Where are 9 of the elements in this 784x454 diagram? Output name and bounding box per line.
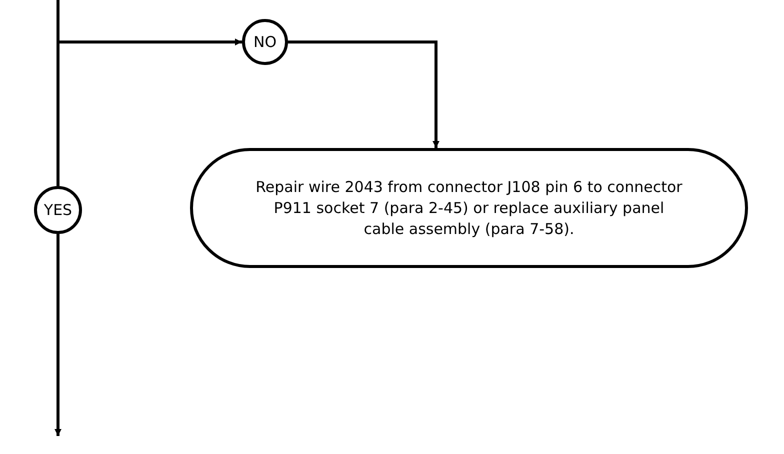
connector-line [56, 0, 60, 186]
arrow [288, 40, 440, 148]
arrow [54, 234, 62, 436]
decision-circle [34, 186, 82, 234]
decision-label: YES [44, 201, 72, 219]
instruction-text: Repair wire 2043 from connector J108 pin 6 to connector P911 socket 7 (para 2-45) or replace auxiliary panel cable assembly (para 7-58). [254, 176, 684, 240]
arrow [58, 38, 242, 46]
decision-label: NO [253, 33, 277, 51]
decision-circle [242, 19, 288, 65]
